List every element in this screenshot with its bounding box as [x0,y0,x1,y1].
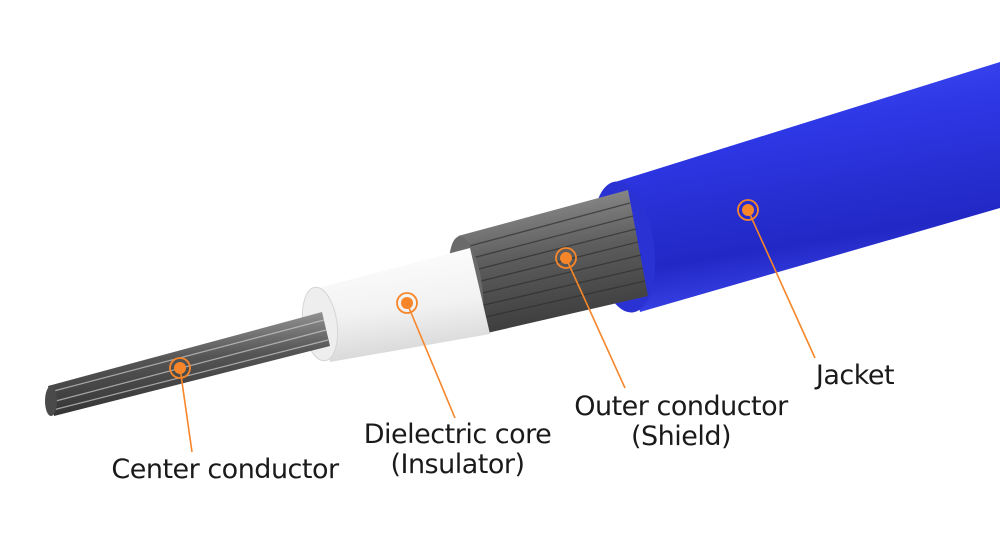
leader-line-jacket [747,209,816,359]
center-conductor-section [45,312,330,416]
marker-dielectric [396,292,418,314]
leader-lines [179,209,816,453]
leader-line-dielectric [406,302,456,419]
leader-line-shield [565,257,626,389]
marker-jacket [737,199,759,221]
label-dielectric-core: Dielectric core(Insulator) [363,419,552,480]
marker-center [169,357,191,379]
jacket-section [592,62,1000,313]
label-jacket: Jacket [815,360,895,391]
leader-line-center [179,367,193,453]
label-center-conductor: Center conductor [111,454,339,485]
label-outer-conductor: Outer conductor(Shield) [574,391,788,452]
marker-shield [555,247,577,269]
